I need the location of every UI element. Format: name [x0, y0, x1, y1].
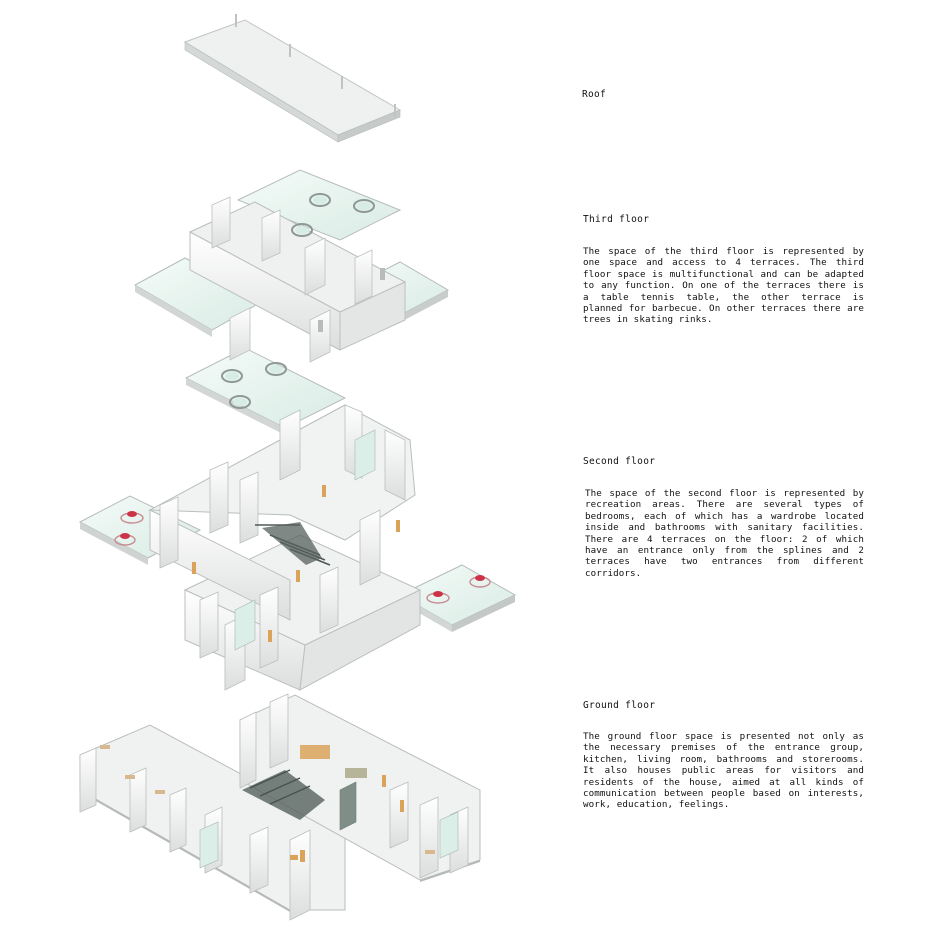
exploded-axonometric-drawing: [78, 14, 517, 921]
third-floor-title: Third floor: [583, 214, 650, 225]
second-floor-title: Second floor: [583, 456, 656, 467]
ground-floor-plan: [79, 693, 481, 921]
roof-title: Roof: [582, 89, 607, 100]
third-floor-description: The space of the third floor is represen…: [583, 246, 864, 326]
second-floor-description: The space of the second floor is represe…: [585, 488, 864, 579]
ground-floor-description: The ground floor space is presented not …: [583, 731, 864, 811]
second-floor-plan: [78, 404, 517, 691]
ground-floor-title: Ground floor: [583, 700, 656, 711]
roof-slab: [183, 14, 402, 143]
third-floor-plan: [133, 169, 450, 435]
